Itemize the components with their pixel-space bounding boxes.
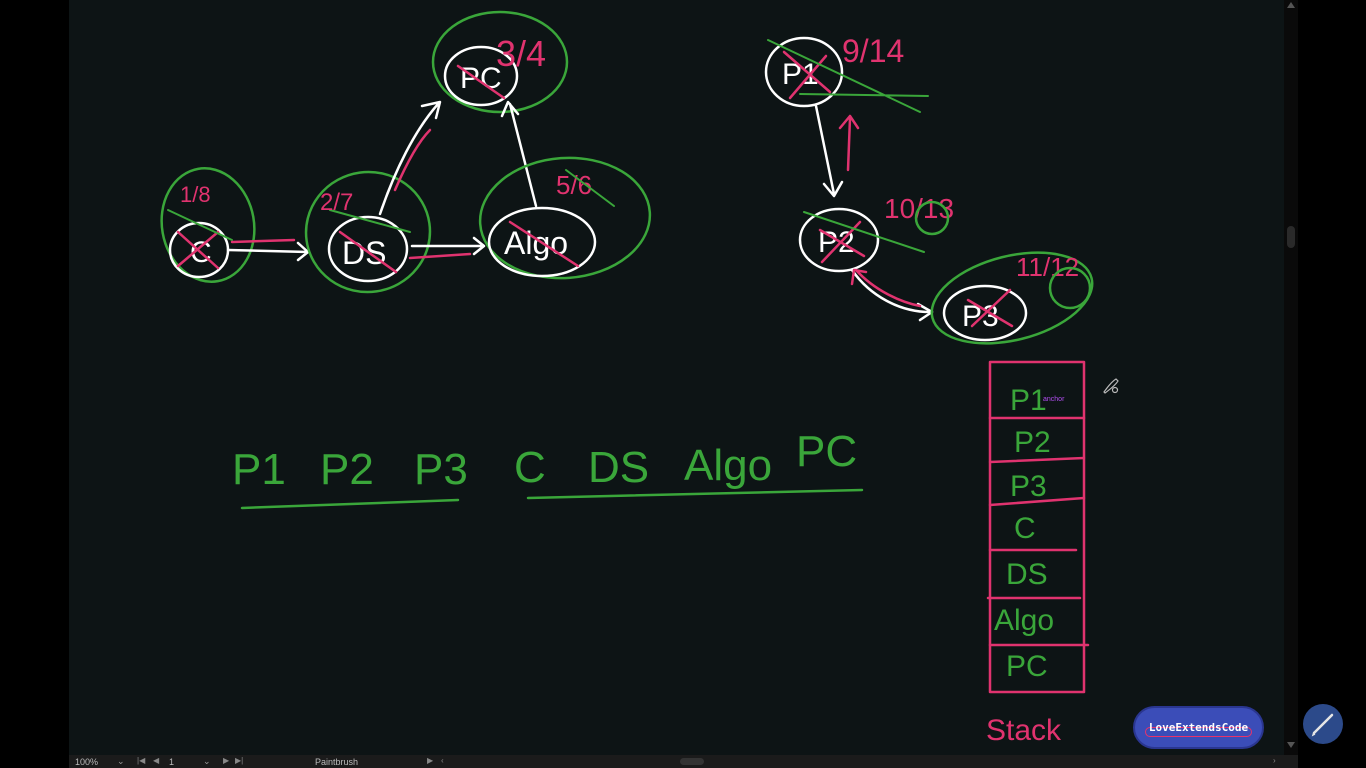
node-p1-times: 9/14 [842,33,904,69]
node-c-times: 1/8 [180,182,211,207]
chevron-down-icon[interactable]: ⌄ [117,756,125,766]
scroll-left-icon[interactable]: ‹ [441,756,444,765]
node-p2: P2 10/13 [798,193,954,273]
node-algo: Algo 5/6 [478,156,652,280]
node-p1: P1 9/14 [764,33,929,113]
first-page-icon[interactable]: |◀ [137,756,146,765]
topo-p2: P2 [320,445,374,494]
statusbar: 100% ⌄ |◀ ◀ 1 ⌄ ▶ ▶| Paintbrush ▶ ‹ › [69,755,1298,768]
node-algo-label: Algo [504,225,568,261]
node-p3: P3 11/12 [930,251,1094,345]
node-ds: DS 2/7 [304,170,432,294]
stack-item-algo: Algo [994,604,1054,637]
scroll-up-icon[interactable] [1287,2,1295,8]
node-pc-label: PC [460,62,502,95]
page-number[interactable]: 1 [169,757,175,767]
stack-item-c: C [1014,512,1036,545]
stack: P1 P2 P3 C DS Algo PC Stack [986,360,1090,747]
topo-p1: P1 [232,445,286,494]
node-ds-label: DS [342,235,386,271]
tool-arrow-icon[interactable]: ▶ [427,756,434,765]
topo-p3: P3 [414,445,468,494]
whiteboard-canvas[interactable] [69,0,1284,755]
pen-icon [1311,713,1334,737]
stack-item-p2: P2 [1014,426,1051,459]
current-tool: Paintbrush [315,757,359,767]
topo-ds: DS [588,443,649,492]
node-pc-times: 3/4 [496,33,546,74]
anchor-tag: anchor [1043,396,1065,403]
badge-text: LoveExtendsCode [1148,721,1249,734]
page-chevron-down-icon[interactable]: ⌄ [203,756,211,766]
stack-item-pc: PC [1006,650,1048,683]
stack-item-p3: P3 [1010,470,1047,503]
vertical-scrollbar[interactable] [1284,0,1298,755]
topo-pc: PC [796,427,857,476]
last-page-icon[interactable]: ▶| [235,756,244,765]
next-page-icon[interactable]: ▶ [223,756,230,765]
node-ds-times: 2/7 [320,189,353,216]
node-pc: PC 3/4 [431,10,569,114]
topo-c: C [514,443,546,492]
scroll-down-icon[interactable] [1287,742,1295,748]
topo-algo: Algo [684,441,772,490]
pen-tool-button[interactable] [1303,704,1343,744]
prev-page-icon[interactable]: ◀ [153,756,160,765]
stack-item-p1: P1 [1010,384,1047,417]
stack-label: Stack [986,714,1062,747]
node-c: C 1/8 [160,167,256,283]
horizontal-scroll-thumb[interactable] [680,758,704,765]
badge-decoration [1145,727,1252,737]
brush-cursor-icon [1103,378,1119,394]
stack-item-ds: DS [1006,558,1048,591]
zoom-level[interactable]: 100% [75,757,99,767]
scroll-right-icon[interactable]: › [1273,756,1276,765]
scroll-thumb[interactable] [1287,226,1295,248]
topo-order-row: P1 P2 P3 C DS Algo PC [232,427,864,510]
loveextendscode-badge: LoveExtendsCode [1133,706,1264,749]
